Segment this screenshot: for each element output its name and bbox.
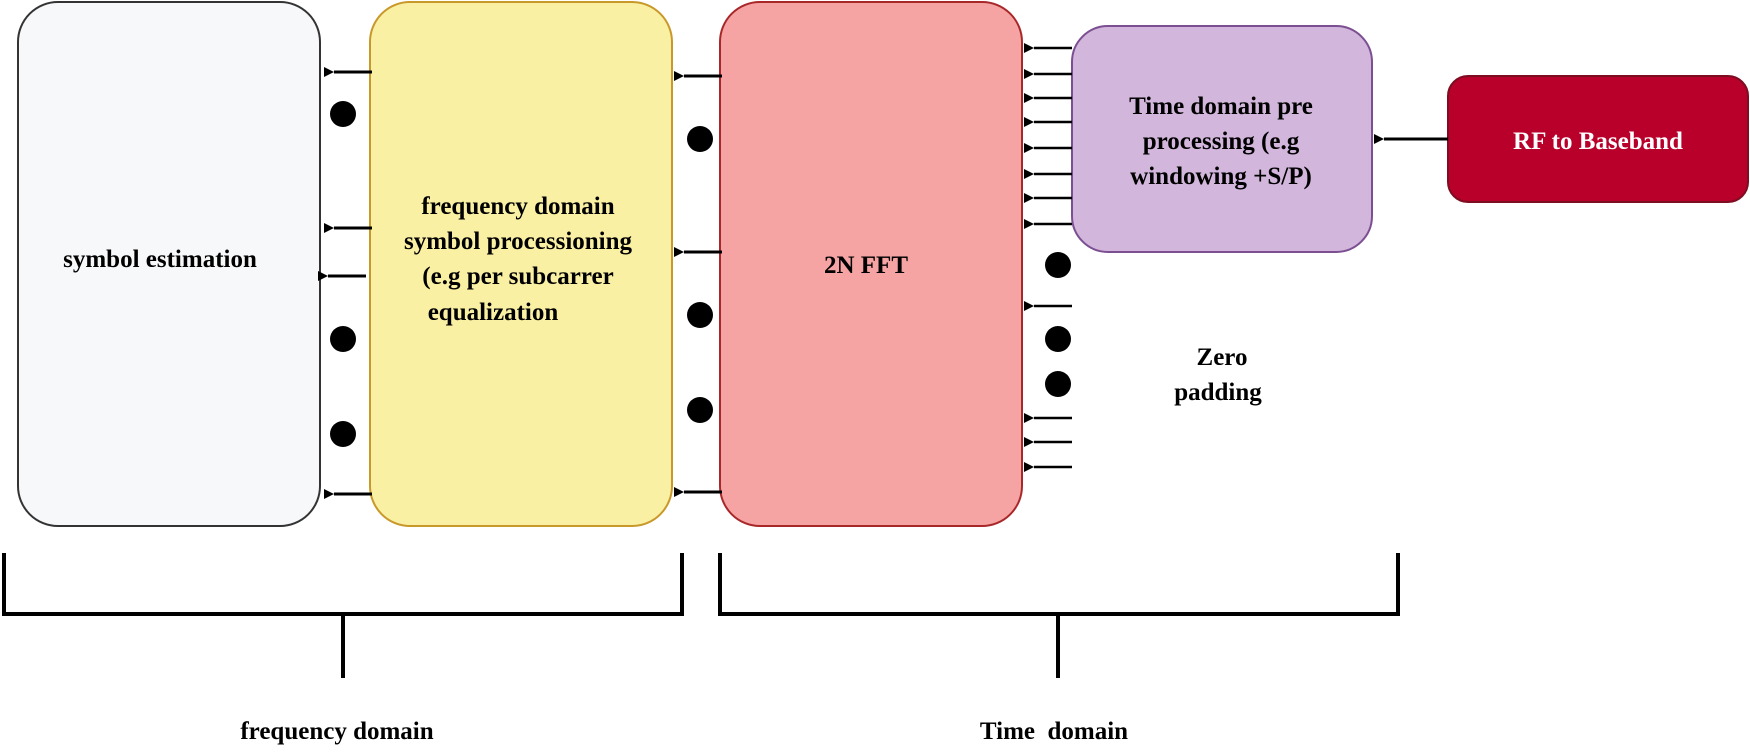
zero-padding-dots [1045,252,1071,397]
time-domain-label: Time domain [980,718,1128,745]
fft-label: 2N FFT [824,252,908,279]
frequency-to-symbol-dots [330,101,356,447]
time-domain-bracket [718,553,1400,678]
zero-padding-label-2: padding [1174,379,1262,406]
symbol-estimation-label: symbol estimation [63,246,257,273]
zero-padding-arrows [1024,301,1072,472]
fft-to-frequency-dots [687,126,713,423]
time-preprocessing-label-3: windowing +S/P) [1130,163,1312,190]
frequency-domain-bracket [2,553,684,678]
fft-to-frequency-arrows [674,71,722,497]
frequency-processing-label-2: symbol processioning [404,228,633,255]
frequency-processing-label-1: frequency domain [421,193,614,220]
time-preprocessing-label-2: processing (e.g [1143,128,1300,155]
frequency-to-symbol-arrows [318,67,372,499]
rf-to-baseband-label: RF to Baseband [1513,128,1683,155]
frequency-processing-block [369,1,673,527]
time-preprocessing-label-1: Time domain pre [1129,93,1313,120]
frequency-domain-label: frequency domain [240,718,433,745]
symbol-estimation-block [17,1,321,527]
fft-block [719,1,1023,527]
time-preprocessing-block [1071,25,1373,253]
frequency-processing-label-3: (e.g per subcarrer [422,263,613,290]
preprocessing-to-fft-arrows [1024,43,1072,229]
frequency-processing-label-4: equalization [428,299,559,326]
zero-padding-label-1: Zero [1197,344,1248,371]
